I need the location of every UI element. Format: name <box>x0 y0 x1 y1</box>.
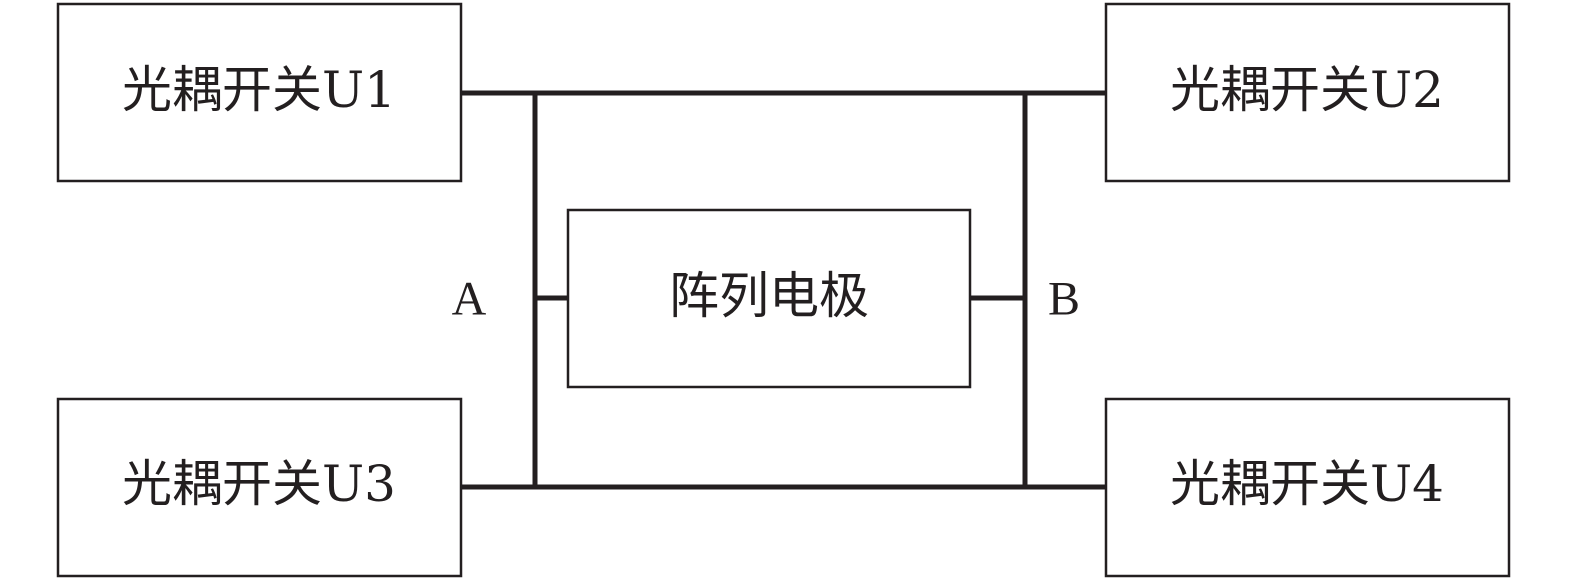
switch-u1: 光耦开关U1 <box>56 2 463 183</box>
switch-u3-label: 光耦开关U3 <box>122 455 396 513</box>
electrode-array-label: 阵列电极 <box>669 267 869 325</box>
switch-u2-box <box>1104 2 1511 183</box>
switch-u4-label: 光耦开关U4 <box>1170 455 1444 513</box>
switch-u3: 光耦开关U3 <box>56 397 463 578</box>
switch-u2: 光耦开关U2 <box>1104 2 1511 183</box>
switch-u4-box <box>1104 397 1511 578</box>
switch-u3-box <box>56 397 463 578</box>
switch-u4: 光耦开关U4 <box>1104 397 1511 578</box>
wires <box>458 90 1109 490</box>
node-b-label: B <box>1048 273 1080 326</box>
electrode-array-box <box>566 208 972 389</box>
switch-u1-label: 光耦开关U1 <box>122 61 396 119</box>
electrode-array: 阵列电极 <box>566 208 972 389</box>
node-a-label: A <box>452 273 487 326</box>
switch-u1-box <box>56 2 463 183</box>
switch-u2-label: 光耦开关U2 <box>1170 61 1444 119</box>
